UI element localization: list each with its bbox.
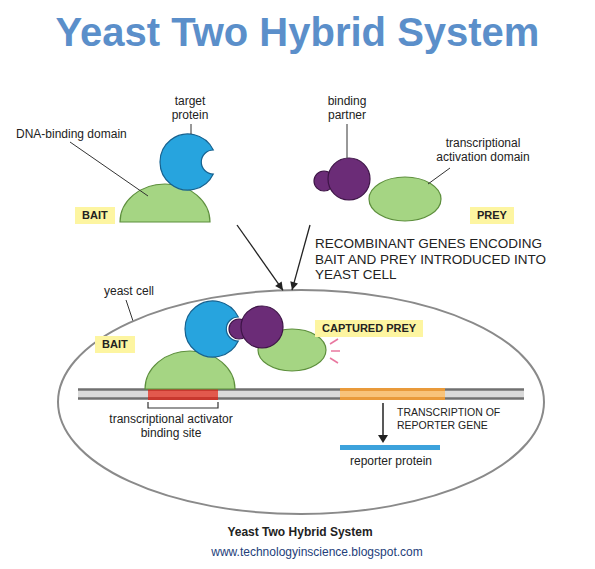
step-note: RECOMBINANT GENES ENCODING BAIT AND PREY…: [315, 236, 565, 283]
node-label: CAPTURED PREY: [322, 322, 416, 335]
bait-tag: BAIT: [95, 336, 135, 353]
leader-line: [347, 124, 348, 158]
node-label: PREY: [470, 207, 514, 224]
part-label: target protein: [158, 94, 222, 122]
dna-strand: [78, 389, 524, 399]
step-note: TRANSCRIPTION OF REPORTER GENE: [397, 406, 509, 432]
target-protein: [160, 134, 213, 190]
reporter-gene: [340, 391, 445, 397]
arrow-head: [378, 435, 388, 443]
transcription-arrow: [382, 403, 384, 437]
figure-caption: Yeast Two Hybrid System: [100, 525, 500, 539]
cell-outline: yeast cellBAIT CAPTURED PREY: [55, 283, 550, 518]
binding-site: [148, 388, 218, 400]
captured-prey-tag: CAPTURED PREY: [315, 320, 423, 337]
cell-membrane: [55, 283, 550, 518]
bait-complex: [145, 301, 238, 389]
leader-line: [428, 168, 450, 184]
activation-ray: [330, 339, 338, 344]
reporter-protein-bar: [340, 445, 440, 450]
part-label: reporter protein: [350, 454, 432, 468]
dna-strand: [78, 397, 524, 400]
activation-domain: [369, 177, 441, 221]
activation-ray: [330, 358, 338, 363]
part-label: DNA-binding domain: [16, 127, 127, 141]
activation-ray: [331, 350, 340, 352]
watermark: www.technologyinscience.blogspot.com: [117, 545, 517, 559]
part-label: binding partner: [316, 94, 378, 122]
binding-site: [148, 391, 218, 397]
prey-construct: PREY: [310, 120, 520, 225]
part-label: transcriptional activator binding site: [95, 412, 247, 440]
binding-partner: [328, 158, 370, 200]
dna-binding-domain: [145, 351, 235, 389]
node-label: BAIT: [75, 207, 115, 224]
flow-arrow: [292, 225, 310, 290]
node-label: BAIT: [102, 338, 128, 351]
flow-arrow: [237, 225, 283, 290]
bait-construct: BAIT: [73, 130, 237, 225]
node-label: yeast cell: [104, 284, 154, 298]
dna-binding-domain: [120, 184, 210, 222]
part-label: transcriptional activation domain: [422, 136, 544, 164]
bracket: [148, 402, 218, 408]
leader-line: [126, 300, 133, 321]
diagram-title: Yeast Two Hybrid System: [0, 8, 595, 56]
leader-line: [191, 124, 192, 134]
leader-line: [70, 142, 148, 196]
reporter-gene: [340, 388, 445, 400]
cell-membrane: [58, 290, 544, 514]
binding-partner: [241, 306, 283, 348]
